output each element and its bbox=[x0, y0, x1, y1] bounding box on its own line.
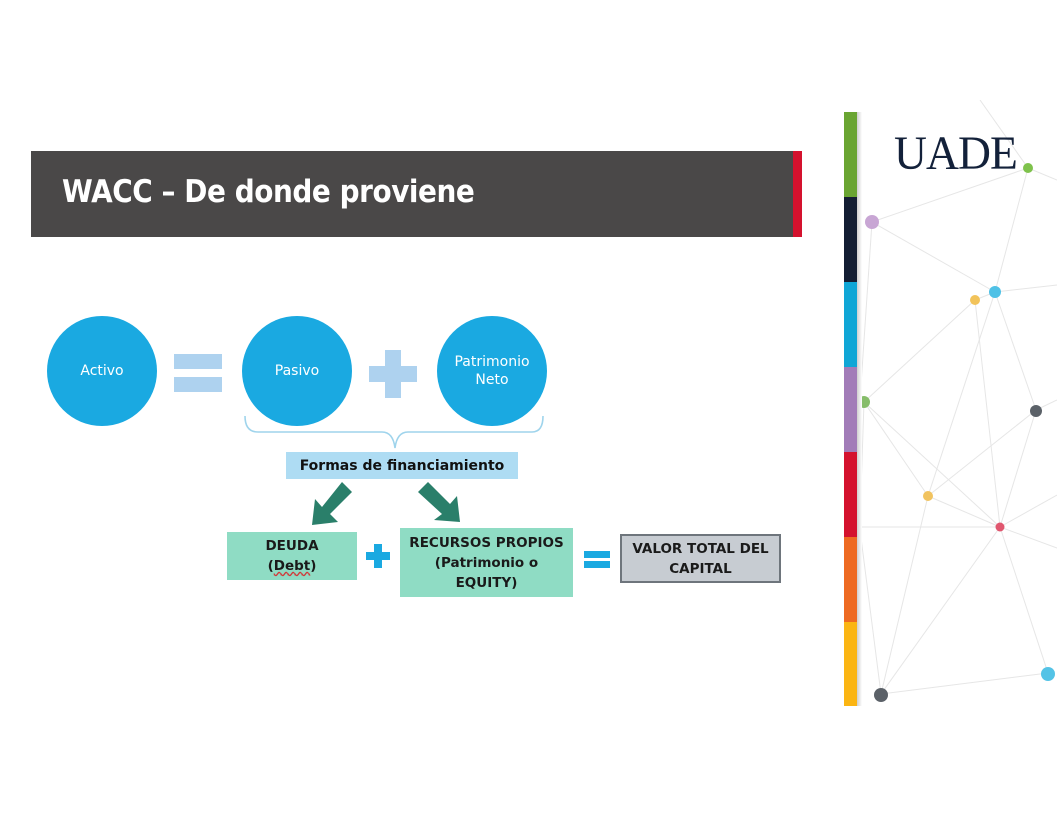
equity-label: RECURSOS PROPIOS bbox=[409, 534, 564, 551]
financing-forms-label: Formas de financiamiento bbox=[286, 452, 518, 479]
network-dot-blue bbox=[989, 286, 1001, 298]
stripe-shadow bbox=[857, 112, 862, 706]
equity-sublabel-1: (Patrimonio o bbox=[434, 554, 539, 571]
network-dot-purple bbox=[865, 215, 879, 229]
patrimonio-label-line2: Neto bbox=[475, 372, 509, 388]
stripe-segment-green bbox=[844, 112, 857, 197]
network-dot-yellow bbox=[970, 295, 980, 305]
stripe-segment-orange bbox=[844, 537, 857, 622]
equity-box: RECURSOS PROPIOS (Patrimonio o EQUITY) bbox=[400, 528, 573, 597]
debt-box: DEUDA (Debt) bbox=[227, 532, 357, 580]
total-capital-label-2: CAPITAL bbox=[669, 560, 732, 577]
title-bar-accent bbox=[793, 151, 802, 237]
stripe-segment-yellow bbox=[844, 622, 857, 706]
pasivo-label: Pasivo bbox=[274, 363, 320, 379]
circle-pasivo: Pasivo bbox=[242, 316, 352, 426]
brace-connector bbox=[244, 415, 544, 449]
stripe-segment-cyan bbox=[844, 282, 857, 367]
patrimonio-label-line1: Patrimonio bbox=[454, 354, 530, 370]
equity-sublabel-2: EQUITY) bbox=[455, 574, 518, 591]
debt-word: Debt bbox=[273, 558, 311, 574]
arrow-down-right-icon bbox=[418, 482, 460, 522]
network-dot-dark-grey bbox=[874, 688, 888, 702]
debt-sublabel: (Debt) bbox=[267, 558, 317, 574]
network-dot-blue bbox=[1041, 667, 1055, 681]
stripe-segment-navy bbox=[844, 197, 857, 282]
debt-label: DEUDA bbox=[265, 538, 319, 554]
circle-activo: Activo bbox=[47, 316, 157, 426]
arrow-down-left-icon bbox=[312, 482, 352, 525]
stripe-segment-red bbox=[844, 452, 857, 537]
stripe-segment-purple bbox=[844, 367, 857, 452]
network-dot-green bbox=[1023, 163, 1033, 173]
total-capital-box: VALOR TOTAL DEL CAPITAL bbox=[620, 534, 781, 583]
circle-patrimonio-neto: Patrimonio Neto bbox=[437, 316, 547, 426]
network-dot-yellow bbox=[923, 491, 933, 501]
plus-sign-icon bbox=[366, 544, 390, 568]
network-dot-pink bbox=[995, 522, 1005, 532]
uade-logo: UADE bbox=[894, 127, 1018, 180]
network-decoration bbox=[858, 100, 1057, 702]
equals-sign-icon bbox=[584, 551, 610, 568]
slide-title: WACC – De donde proviene bbox=[62, 174, 475, 210]
equals-sign-icon bbox=[174, 354, 222, 392]
activo-label: Activo bbox=[80, 363, 124, 379]
total-capital-label-1: VALOR TOTAL DEL bbox=[632, 540, 769, 557]
plus-sign-icon bbox=[369, 350, 417, 398]
title-bar bbox=[31, 151, 793, 237]
network-dot-dark-grey bbox=[1030, 405, 1042, 417]
